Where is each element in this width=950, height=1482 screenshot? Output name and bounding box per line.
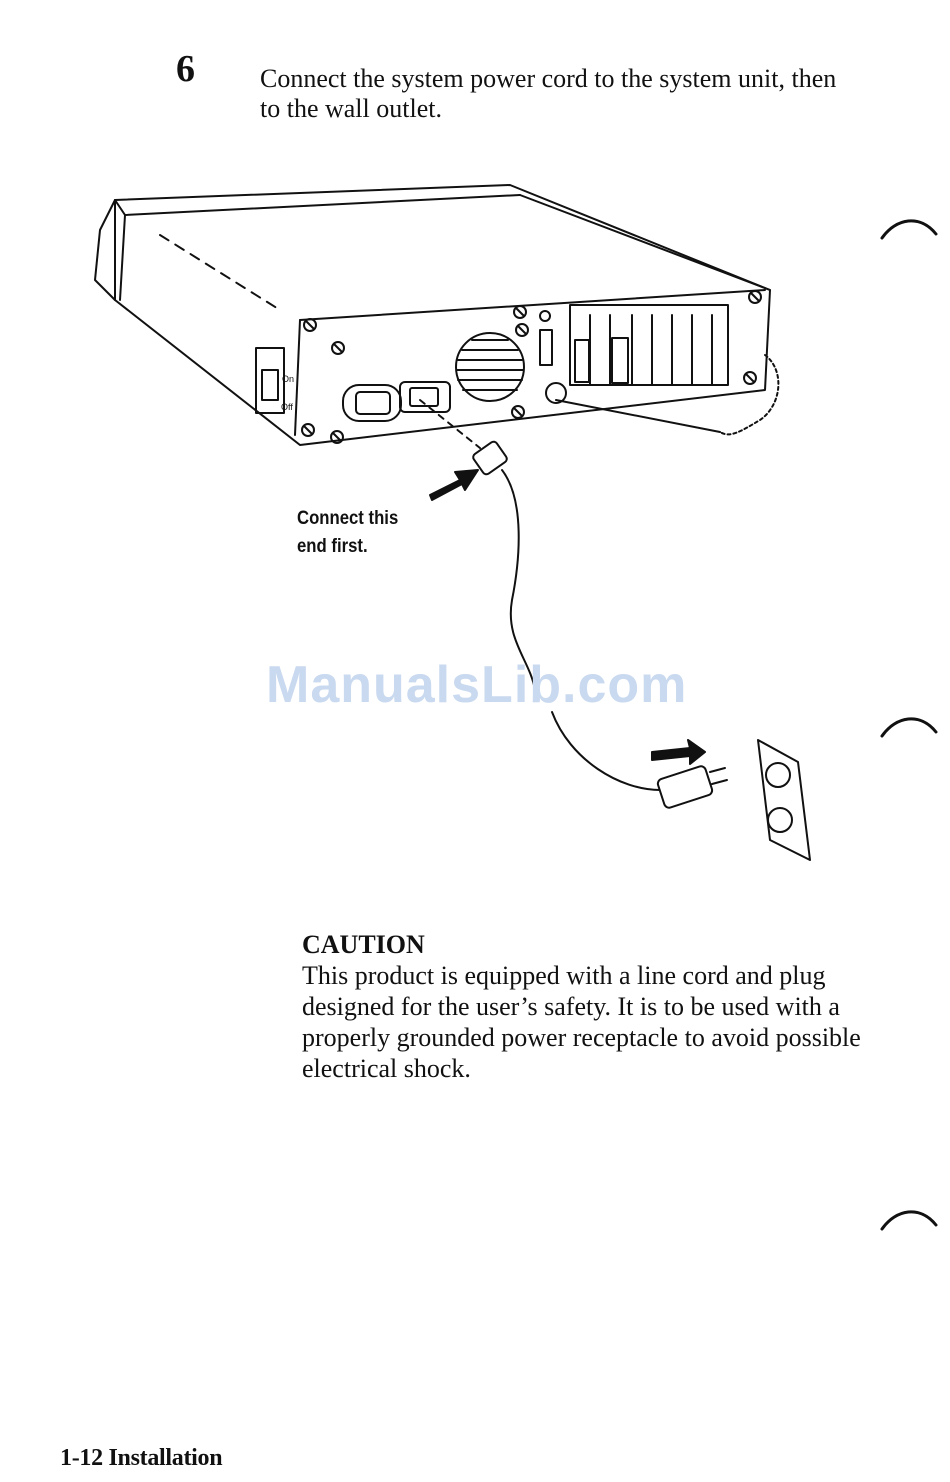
step-number: 6 <box>176 48 195 90</box>
caution-title: CAUTION <box>302 930 425 959</box>
step-instruction: Connect the system power cord to the sys… <box>260 64 837 123</box>
power-cord-drawing <box>472 440 728 809</box>
caution-body: This product is equipped with a line cor… <box>302 961 861 1083</box>
power-switch-off-label: Off <box>281 402 293 412</box>
page-footer: 1-12 Installation <box>60 1443 223 1473</box>
power-cord-illustration: On Off <box>94 184 811 861</box>
callout-label: Connect this end first. <box>297 505 438 561</box>
arrow-to-outlet <box>651 739 706 765</box>
callout-line-2: end first. <box>297 536 368 557</box>
binder-tab-mark-1 <box>880 219 938 240</box>
wall-outlet-drawing <box>757 739 811 861</box>
arrow-to-connector <box>429 469 479 501</box>
watermark: ManualsLib.com <box>266 656 688 714</box>
binder-tab-mark-3 <box>880 1210 938 1231</box>
section-name: Installation <box>108 1445 223 1471</box>
page-number: 1-12 <box>60 1445 103 1471</box>
power-switch-on-label: On <box>282 374 294 384</box>
binder-tab-mark-2 <box>880 717 938 738</box>
system-unit-drawing <box>94 184 780 446</box>
callout-line-1: Connect this <box>297 508 399 529</box>
